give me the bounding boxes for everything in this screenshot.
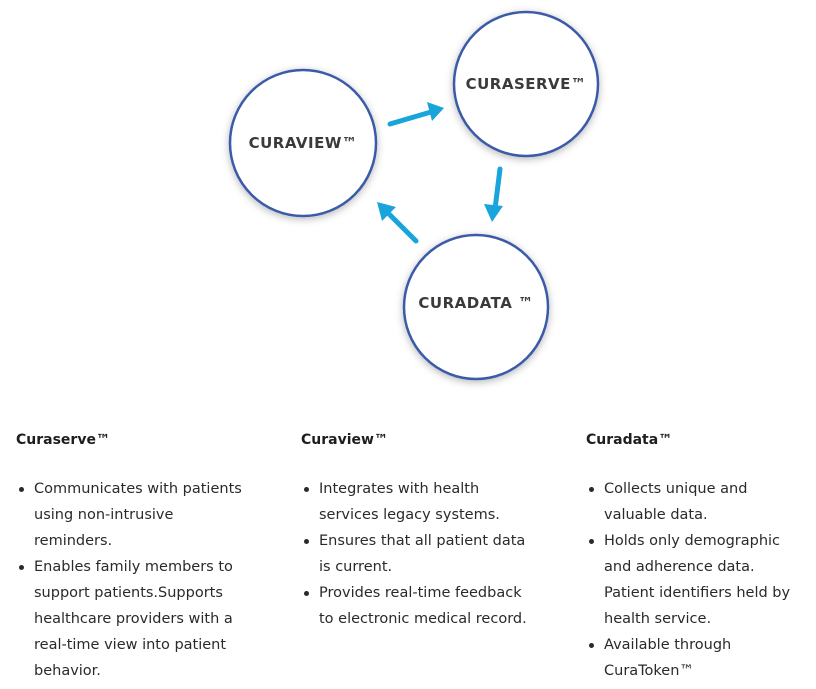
list-item: Enables family members to support patien… bbox=[19, 554, 249, 684]
curaview-label: CURAVIEW™ bbox=[249, 134, 358, 152]
list-item: Communicates with patients using non-int… bbox=[19, 476, 244, 554]
curaview-heading: Curaview™ bbox=[301, 432, 388, 448]
curadata-column: Curadata™ Collects unique and valuable d… bbox=[586, 432, 816, 684]
list-item: Provides real-time feedback to electroni… bbox=[304, 580, 534, 632]
curadata-node bbox=[402, 233, 550, 381]
curadata-list: Collects unique and valuable data. Holds… bbox=[586, 476, 816, 684]
curadata-label: CURADATA ™ bbox=[418, 294, 533, 312]
list-item: Available through CuraToken™ bbox=[589, 632, 754, 684]
curaserve-node bbox=[452, 10, 600, 158]
list-item: Collects unique and valuable data. bbox=[589, 476, 769, 528]
arrow-curaview-to-curaserve bbox=[387, 102, 444, 127]
curaview-list: Integrates with health services legacy s… bbox=[301, 476, 551, 632]
curaview-column: Curaview™ Integrates with health service… bbox=[301, 432, 551, 632]
curaserve-heading: Curaserve™ bbox=[16, 432, 110, 448]
arrow-curadata-to-curaview bbox=[377, 202, 419, 244]
curaserve-label: CURASERVE™ bbox=[466, 75, 587, 93]
list-item: Holds only demographic and adherence dat… bbox=[589, 528, 804, 632]
curaserve-list: Communicates with patients using non-int… bbox=[16, 476, 266, 684]
curaserve-column: Curaserve™ Communicates with patients us… bbox=[16, 432, 266, 684]
list-item: Integrates with health services legacy s… bbox=[304, 476, 519, 528]
flow-diagram: CURAVIEW™ CURASERVE™ CURADATA ™ bbox=[228, 10, 600, 381]
list-item: Ensures that all patient data is current… bbox=[304, 528, 534, 580]
curaview-node bbox=[228, 68, 378, 218]
arrow-curaserve-to-curadata bbox=[484, 166, 503, 222]
curadata-heading: Curadata™ bbox=[586, 432, 673, 448]
